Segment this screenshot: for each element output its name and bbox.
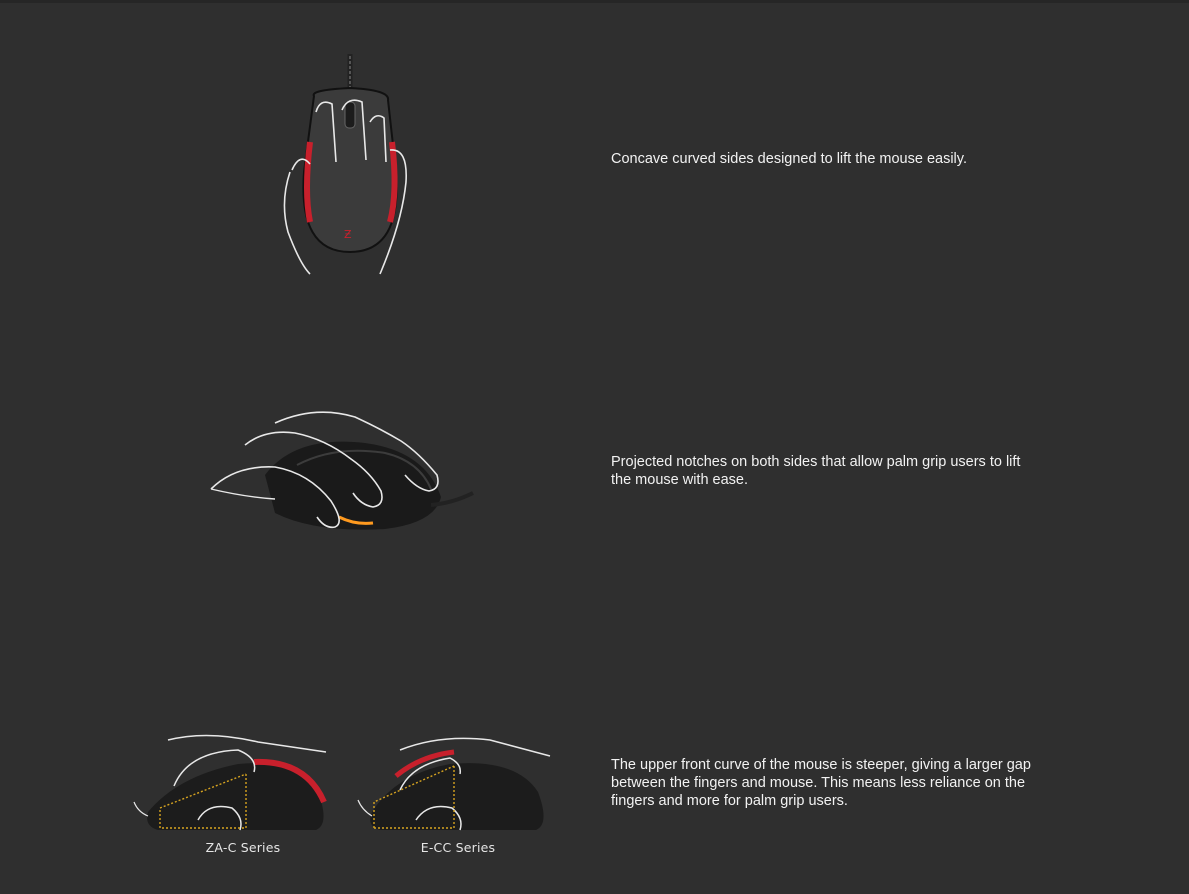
feature-concave-sides: Ƶ Concave curved sides designed to lift … — [0, 0, 1189, 300]
mouse-profile-za-c — [128, 732, 338, 836]
svg-text:Ƶ: Ƶ — [344, 228, 352, 241]
caption-za-c-series: ZA-C Series — [205, 840, 281, 855]
top-divider — [0, 0, 1189, 3]
top-view-mouse-hand-icon: Ƶ — [270, 52, 420, 280]
feature-steeper-front-curve: ZA-C Series E-CC Series The upper front … — [0, 600, 1189, 894]
feature-projected-notches: Projected notches on both sides that all… — [0, 300, 1189, 600]
feature-description: Projected notches on both sides that all… — [611, 454, 1021, 488]
feature-description: Concave curved sides designed to lift th… — [611, 151, 967, 167]
caption-e-cc-series: E-CC Series — [420, 840, 496, 855]
side-view-palm-grip-icon — [205, 405, 475, 535]
feature-description: The upper front curve of the mouse is st… — [611, 757, 1031, 809]
mouse-profile-e-cc — [350, 732, 560, 836]
